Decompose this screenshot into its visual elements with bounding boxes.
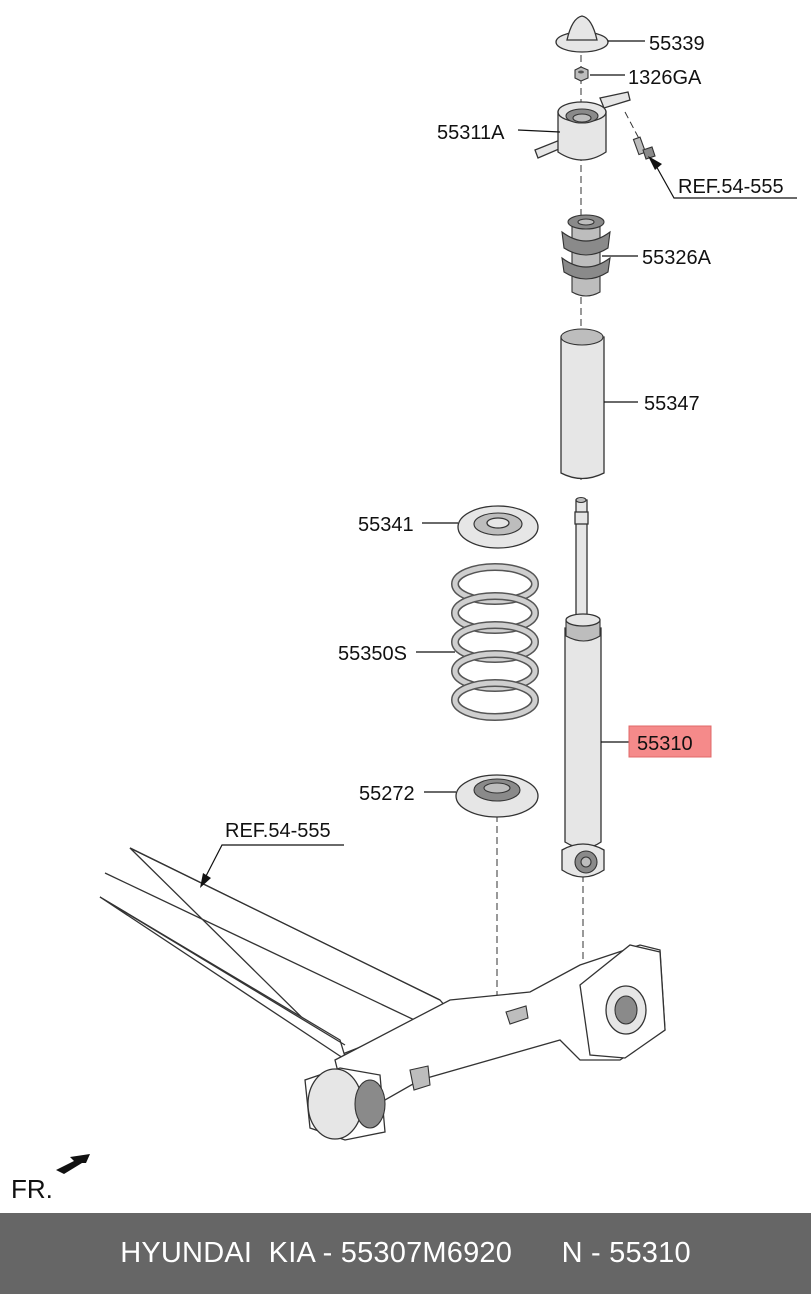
part-mount-bolt[interactable] — [632, 136, 656, 160]
part-1326GA-nut[interactable] — [574, 66, 589, 82]
front-direction-arrow-icon — [56, 1154, 90, 1174]
label-55341: 55341 — [358, 514, 414, 536]
leader-55311A — [517, 129, 561, 133]
leader-ref-beam — [204, 844, 344, 879]
label-55311A: 55311A — [437, 122, 505, 144]
part-55311A-upper-mount[interactable] — [534, 91, 631, 161]
part-55310-shock-absorber[interactable] — [561, 496, 605, 878]
label-1326GA: 1326GA — [628, 67, 702, 89]
part-55326A-bump-stop[interactable] — [561, 214, 611, 297]
footer-bar: HYUNDAI KIA - 55307M6920 N - 55310 — [0, 1213, 811, 1294]
part-55347-dust-cover[interactable] — [560, 328, 605, 480]
leader-ref-top — [654, 163, 797, 199]
label-fr: FR. — [11, 1174, 53, 1204]
part-55272-lower-spring-seat[interactable] — [455, 774, 539, 818]
part-55350S-coil-spring[interactable] — [451, 563, 539, 721]
label-55326A: 55326A — [642, 247, 712, 269]
label-55272: 55272 — [359, 783, 415, 805]
highlight-55310 — [628, 725, 712, 758]
rear-axle-beam[interactable] — [99, 847, 666, 1141]
label-55310[interactable]: 55310 — [637, 733, 693, 755]
label-ref-top: REF.54-555 — [678, 176, 784, 198]
arrow-ref-top — [648, 156, 662, 170]
footer-part-number: HYUNDAI KIA - 55307M6920 N - 55310 — [120, 1237, 691, 1269]
part-55341-upper-spring-seat[interactable] — [457, 505, 539, 549]
part-55339-dust-cap[interactable] — [555, 15, 609, 53]
shock-absorber-exploded-diagram: 55339 1326GA 55311A REF.54-555 55326A 55… — [11, 15, 797, 1204]
label-55347: 55347 — [644, 393, 700, 415]
label-55350S: 55350S — [338, 643, 407, 665]
arrow-ref-beam — [200, 873, 211, 888]
label-ref-beam: REF.54-555 — [225, 820, 331, 842]
label-55339: 55339 — [649, 33, 705, 55]
